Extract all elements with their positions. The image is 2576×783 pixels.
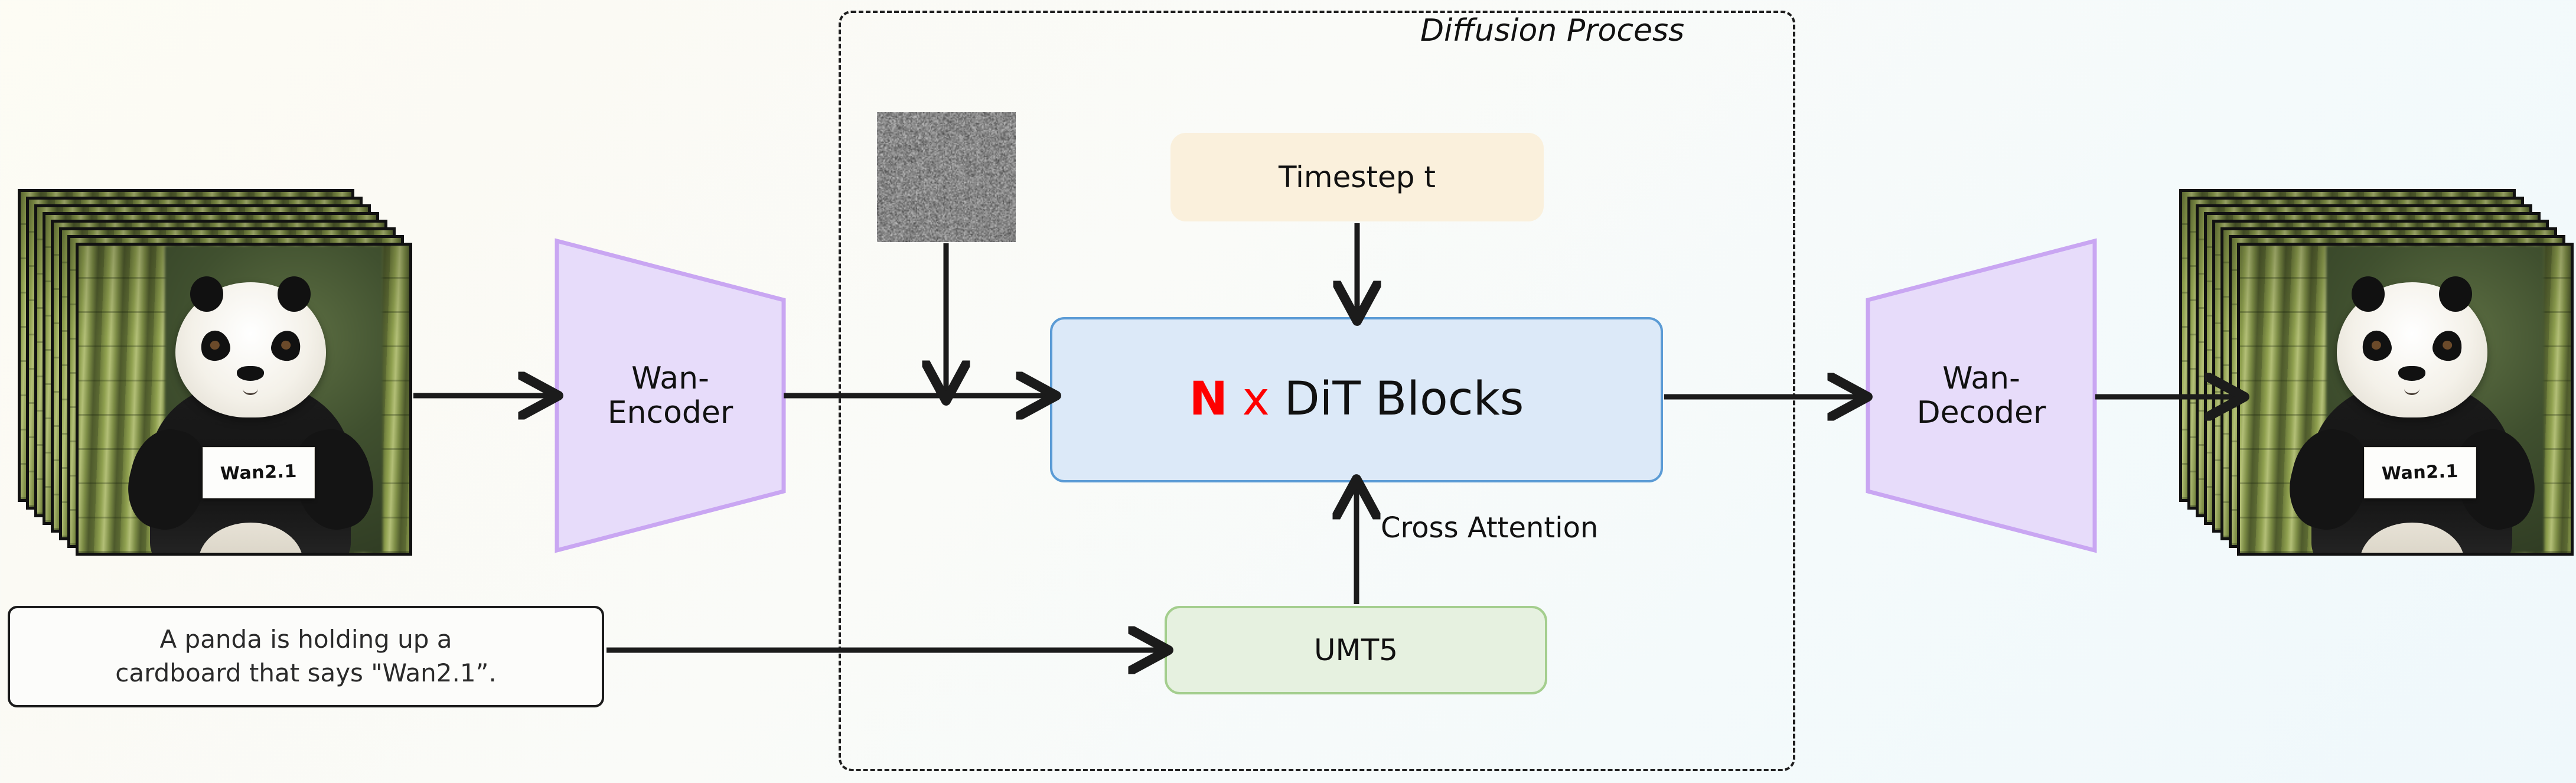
- encoder-label-line2: Encoder: [607, 395, 733, 430]
- umt5-label: UMT5: [1313, 632, 1398, 667]
- timestep-node[interactable]: Timestep t: [1170, 133, 1544, 221]
- input-video-frames: Wan2.1: [18, 189, 431, 579]
- dit-blocks-label: N x DiT Blocks: [1189, 371, 1524, 429]
- decoder-label-line2: Decoder: [1916, 395, 2046, 430]
- prompt-line-1: A panda is holding up a: [159, 625, 452, 654]
- panda-sign: Wan2.1: [2364, 447, 2476, 498]
- dit-n-multiplier: N: [1189, 373, 1228, 426]
- diffusion-process-label: Diffusion Process: [1420, 13, 1685, 48]
- dit-blocks-node[interactable]: N x DiT Blocks: [1050, 317, 1663, 482]
- cross-attention-label: Cross Attention: [1381, 511, 1599, 544]
- frame-sheet-front: Wan2.1: [76, 243, 412, 556]
- prompt-text-box[interactable]: A panda is holding up a cardboard that s…: [8, 606, 604, 707]
- prompt-line-2: cardboard that says "Wan2.1”.: [115, 658, 497, 687]
- encoder-label-line1: Wan-: [631, 360, 709, 396]
- panda-sign-text: Wan2.1: [2381, 461, 2459, 485]
- timestep-label: Timestep t: [1278, 159, 1436, 194]
- gaussian-noise-latent: [877, 112, 1016, 242]
- dit-x-symbol: x: [1242, 373, 1270, 426]
- frame-sheet-front: Wan2.1: [2237, 243, 2574, 556]
- diffusion-process-region: [839, 11, 1795, 771]
- dit-blocks-text: DiT Blocks: [1284, 373, 1524, 426]
- output-video-frames: Wan2.1: [2179, 189, 2576, 579]
- panda-sign-text: Wan2.1: [220, 461, 298, 485]
- wan-encoder-node[interactable]: Wan- Encoder: [552, 236, 788, 555]
- panda-sign: Wan2.1: [203, 447, 315, 498]
- decoder-label-line1: Wan-: [1942, 360, 2020, 396]
- wan-decoder-node[interactable]: Wan- Decoder: [1863, 236, 2099, 555]
- umt5-text-encoder-node[interactable]: UMT5: [1165, 606, 1547, 694]
- prompt-text: A panda is holding up a cardboard that s…: [115, 623, 496, 690]
